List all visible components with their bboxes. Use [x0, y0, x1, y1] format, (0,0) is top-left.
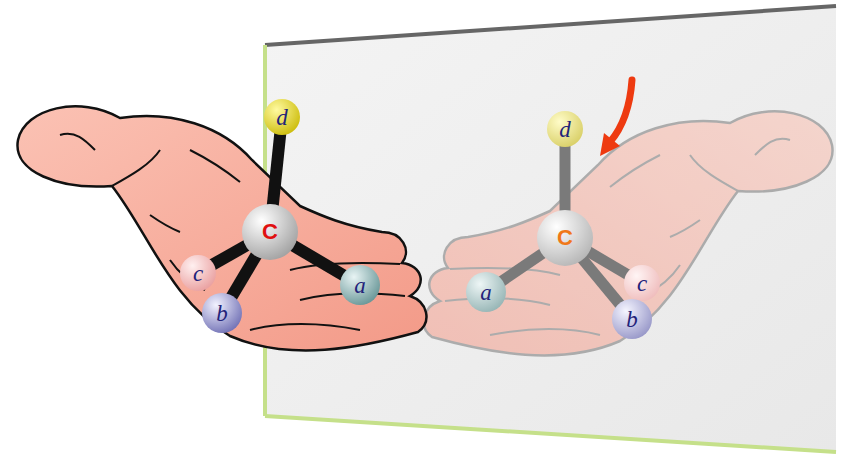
substituent-letter: b [626, 308, 638, 331]
substituent-letter: d [276, 106, 288, 129]
chemical-bond [231, 254, 257, 297]
atom-symbol: C [557, 227, 573, 249]
pointer-arrowhead [600, 133, 620, 156]
carbon-atom: C [242, 204, 298, 260]
mirror-substituent-ball: c [624, 265, 660, 301]
substituent-letter: a [480, 281, 492, 304]
substituent-letter: b [216, 302, 228, 325]
substituent-letter: a [354, 274, 366, 297]
substituent-letter: c [193, 262, 203, 285]
pointer-arrow [610, 80, 632, 142]
mirror-hand [424, 111, 833, 355]
substituent-ball: c [180, 255, 216, 291]
mirror-substituent-ball: b [612, 299, 652, 339]
mirror-substituent-ball: d [547, 111, 583, 147]
chemical-bond [292, 245, 344, 276]
mirror-bottom-edge [265, 416, 836, 452]
chemical-bond [582, 258, 621, 305]
substituent-letter: c [637, 272, 647, 295]
substituent-ball: b [202, 293, 242, 333]
substituent-letter: d [559, 118, 571, 141]
substituent-ball: a [340, 265, 380, 305]
chemical-bond [560, 145, 571, 212]
left-hand [17, 106, 426, 350]
chemical-bond [212, 245, 248, 265]
mirror-substituent-ball: a [466, 272, 506, 312]
chemical-bond [501, 253, 544, 282]
mirror-top-edge [265, 6, 836, 45]
mirror-carbon-atom: C [537, 210, 593, 266]
atom-symbol: C [262, 221, 278, 243]
substituent-ball: d [264, 99, 300, 135]
chemical-bond [273, 133, 281, 206]
